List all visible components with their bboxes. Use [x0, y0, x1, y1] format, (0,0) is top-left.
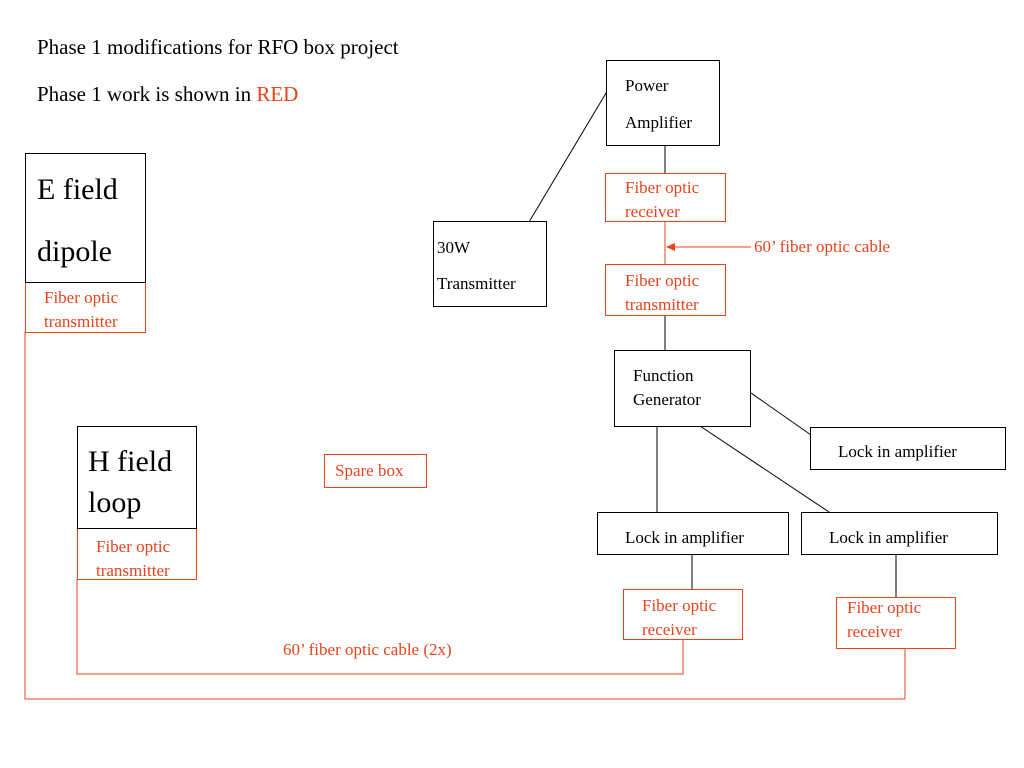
- page-subtitle: Phase 1 work is shown in RED: [37, 82, 298, 107]
- lock-in-amplifier-mid-box: Lock in amplifier: [597, 512, 789, 555]
- lockin-far-label: Lock in amplifier: [829, 528, 948, 547]
- fg-fiber-transmitter-box: Fiber optic transmitter: [605, 264, 726, 316]
- lockin-mid-label: Lock in amplifier: [625, 528, 744, 547]
- fiber-cable-arrowhead: [666, 243, 675, 251]
- subtitle-highlight: RED: [256, 82, 299, 106]
- pa-fo-rx-line1: Fiber optic: [625, 178, 700, 197]
- cable-60-2x-label: 60’ fiber optic cable (2x): [283, 640, 452, 659]
- spare-box: Spare box: [324, 454, 427, 488]
- rx-far-line1: Fiber optic: [847, 598, 922, 617]
- e-field-dipole-box: E field dipole: [25, 153, 146, 283]
- wire-funcgen-to-lockin-right: [750, 392, 812, 436]
- fg-fo-tx-line1: Fiber optic: [625, 271, 700, 290]
- transmitter-line2: Transmitter: [437, 274, 516, 293]
- h-field-line1: H field: [88, 445, 173, 478]
- page-title: Phase 1 modifications for RFO box projec…: [37, 35, 399, 59]
- power-amplifier-box: Power Amplifier: [606, 60, 720, 146]
- fiber-e-field-to-rx-far: [24, 332, 906, 700]
- lockin-right-label: Lock in amplifier: [838, 442, 957, 461]
- wire-pa-to-transmitter: [528, 72, 619, 223]
- func-gen-line1: Function: [633, 366, 694, 385]
- h-field-line2: loop: [88, 486, 142, 519]
- pa-fo-rx-line2: receiver: [625, 202, 680, 221]
- func-gen-line2: Generator: [633, 390, 701, 409]
- e-fo-tx-line1: Fiber optic: [44, 288, 119, 307]
- e-fo-tx-line2: transmitter: [44, 312, 118, 331]
- lock-in-amplifier-right-box: Lock in amplifier: [810, 427, 1006, 470]
- fiber-h-field-to-rx-mid: [76, 579, 684, 675]
- transmitter-line1: 30W: [437, 238, 471, 257]
- e-field-line2: dipole: [37, 235, 112, 268]
- h-fo-tx-line2: transmitter: [96, 561, 170, 580]
- lock-in-amplifier-far-box: Lock in amplifier: [801, 512, 998, 555]
- cable-60-label: 60’ fiber optic cable: [754, 237, 891, 256]
- e-field-fiber-transmitter-box: Fiber optic transmitter: [25, 283, 146, 333]
- h-field-fiber-transmitter-box: Fiber optic transmitter: [77, 529, 197, 580]
- function-generator-box: Function Generator: [614, 350, 751, 427]
- power-amp-line1: Power: [625, 76, 669, 95]
- power-amp-line2: Amplifier: [625, 113, 693, 132]
- fg-fo-tx-line2: transmitter: [625, 295, 699, 314]
- rx-far-line2: receiver: [847, 622, 902, 641]
- spare-box-label: Spare box: [335, 461, 404, 480]
- h-field-loop-box: H field loop: [77, 426, 197, 529]
- transmitter-30w-box: 30W Transmitter: [433, 221, 547, 307]
- mid-fiber-receiver-box: Fiber optic receiver: [623, 589, 743, 640]
- rx-mid-line1: Fiber optic: [642, 596, 717, 615]
- rx-mid-line2: receiver: [642, 620, 697, 639]
- e-field-line1: E field: [37, 173, 118, 206]
- subtitle-prefix: Phase 1 work is shown in: [37, 82, 252, 106]
- h-fo-tx-line1: Fiber optic: [96, 537, 171, 556]
- wire-funcgen-to-lockin-far: [699, 425, 830, 513]
- far-fiber-receiver-box: Fiber optic receiver: [836, 597, 956, 649]
- pa-fiber-receiver-box: Fiber optic receiver: [605, 173, 726, 222]
